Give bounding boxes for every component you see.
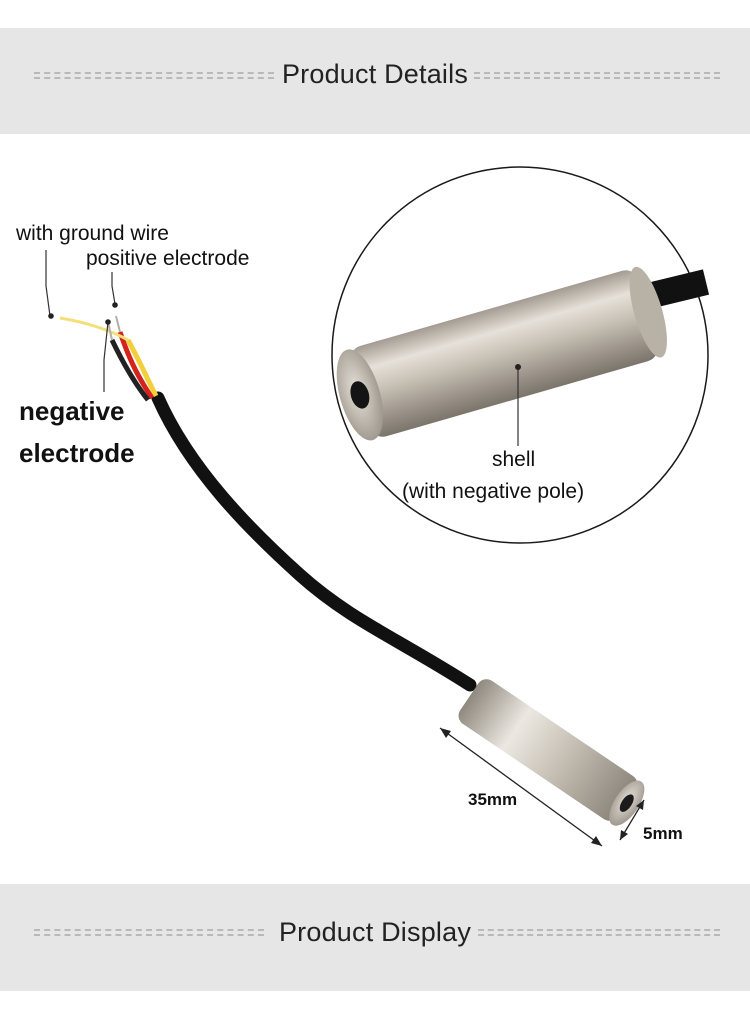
label-electrode: electrode [19,438,135,468]
zoom-sensor-body [336,266,667,441]
leader-negative [103,321,109,392]
footer-dash-left [34,929,264,936]
length-dimension-line [439,727,603,847]
header-dash-left [34,72,274,79]
header-title: Product Details [0,59,750,90]
wire-ground-strand [59,316,129,342]
label-negative: negative [19,396,125,426]
sensor-body [458,679,645,826]
label-shell: shell [492,448,536,471]
label-diameter: 5mm [643,824,683,843]
label-length: 35mm [468,790,518,809]
product-details-header: Product Details [0,28,750,134]
leader-positive [111,272,116,305]
footer-dash-right [478,929,720,936]
label-ground-wire: with ground wire [16,222,169,245]
label-positive-electrode: positive electrode [86,247,250,270]
wire-red [117,331,155,400]
header-dash-right [474,72,720,79]
footer-title: Product Display [0,917,750,948]
label-shell-note: (with negative pole) [402,480,585,503]
cable [151,391,477,692]
product-display-header: Product Display [0,884,750,991]
leader-ground [45,250,51,317]
wire-yellow [125,338,159,398]
wire-black [109,338,150,402]
